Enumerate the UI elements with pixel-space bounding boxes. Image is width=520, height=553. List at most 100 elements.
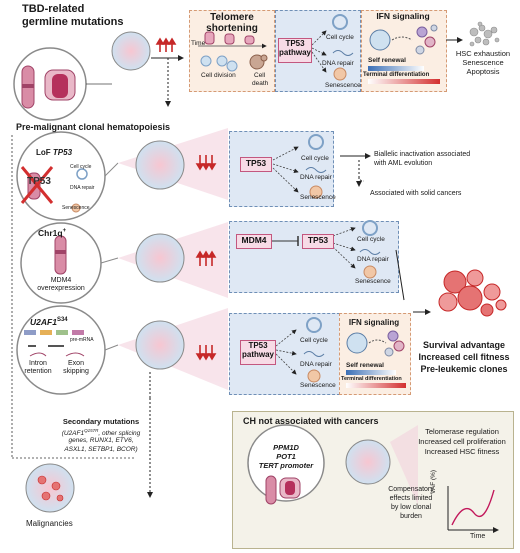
row1-mini-senescence: Senescence — [62, 205, 90, 211]
tp53-pathway-box-top: TP53 pathway — [278, 38, 312, 63]
ch-effect-3: Increased HSC fitness — [424, 447, 500, 456]
telomere-panel — [189, 10, 275, 92]
down-arrows-row3 — [195, 345, 217, 361]
row3-label: U2AF1S34 — [30, 317, 68, 328]
ch-comp-4: burden — [400, 513, 422, 520]
row1-outcome-a-2: with AML evolution — [374, 160, 433, 167]
row3-dna-repair: DNA repair — [300, 361, 332, 368]
telomere-zoom-icon — [44, 69, 76, 101]
row1-label: LoF TP53 — [36, 148, 72, 157]
ch-effect-2: Increased cell proliferation — [418, 437, 506, 446]
row3-cell-cycle: Cell cycle — [300, 337, 328, 344]
row3-panel-art — [275, 317, 406, 388]
ifn-title-top: IFN signaling — [376, 11, 430, 21]
row3-label-sup: S34 — [56, 317, 68, 323]
ch-effect-1: Telomerase regulation — [425, 427, 499, 436]
row2-label-sup: + — [62, 228, 67, 234]
row1-label-gene: TP53 — [52, 148, 73, 157]
telomere-panel-art — [198, 31, 268, 72]
row3-intron-2: retention — [24, 368, 52, 375]
top-terminal-diff: Terminal differentiation — [363, 72, 430, 78]
secondary-line1-sup: Q157R — [84, 428, 99, 433]
ch-comp-3: by low clonal — [390, 504, 432, 511]
row1-tp53-box: TP53 — [240, 157, 272, 172]
secondary-line1: (U2AF1Q157R, other splicing — [46, 428, 156, 438]
malignancy-cluster — [25, 463, 75, 513]
row1-x-tp53: TP53 — [27, 176, 51, 187]
ch-gene-1: PPM1D — [273, 443, 299, 452]
top-dna-repair: DNA repair — [322, 60, 354, 67]
cell-division-label: Cell division — [201, 72, 236, 79]
row3-label-text: U2AF1 — [30, 316, 57, 327]
row2-dna-repair: DNA repair — [357, 256, 389, 263]
outcome-hsc-exhaustion: HSC exhaustion — [455, 49, 511, 58]
row3-tp53-box-l1: TP53 — [248, 341, 268, 350]
ch-title: CH not associated with cancers — [243, 416, 379, 426]
row2-label: Chr1q+ — [38, 228, 66, 239]
row1-panel-art — [272, 134, 327, 199]
row3-terminal-diff: Terminal differentiation — [341, 376, 402, 382]
chr1q-icon — [54, 235, 67, 275]
vaf-curve — [451, 489, 495, 526]
row1-outcome-b: Associated with solid cancers — [370, 190, 462, 197]
row3-tp53-box: TP53 pathway — [240, 340, 276, 365]
malignancies-label: Malignancies — [26, 519, 73, 528]
germline-title-1: TBD-related — [22, 3, 85, 15]
row3-exon-1: Exon — [68, 360, 84, 367]
outcome-apoptosis: Apoptosis — [466, 67, 500, 76]
survival-line2: Increased cell fitness — [418, 352, 510, 362]
cell-death-label-1: Cell — [254, 72, 266, 79]
row2-label-text: Chr1q — [38, 227, 63, 238]
row2-mdm4-2: overexpression — [37, 285, 85, 292]
ch-gene-3: TERT promoter — [258, 461, 314, 470]
row1-mini-cell-cycle: Cell cycle — [70, 164, 92, 170]
time-label: Time — [191, 40, 206, 47]
cell-death-label-2: death — [252, 80, 269, 87]
chromosome-icon — [21, 65, 35, 109]
row2-panel-art — [271, 220, 381, 279]
row3-tp53-box-l2: pathway — [241, 349, 274, 359]
ifn-panel — [361, 10, 447, 92]
row1-cell-cycle: Cell cycle — [301, 155, 329, 162]
secondary-line2: genes, RUNX1, ETV6, — [68, 437, 134, 444]
top-self-renewal: Self renewal — [368, 57, 406, 64]
top-senescence: Senescence — [325, 82, 361, 89]
vaf-axis-label: VAF (%) — [430, 469, 437, 494]
secondary-line3: ASXL1, SETBP1, BCOR) — [64, 446, 138, 453]
ch-gene-2: POT1 — [276, 452, 296, 461]
row1-outcome-a-1: Biallelic inactivation associated — [374, 151, 471, 158]
secondary-line1-rest: , other splicing — [98, 430, 141, 438]
ifn-top-art — [368, 24, 440, 84]
ch-comp-2: effects limited — [389, 495, 433, 502]
pre-leukemic-cells-icon — [438, 269, 507, 317]
row3-intron-1: Intron — [29, 360, 47, 367]
time-axis-label: Time — [470, 533, 486, 540]
row2-senescence: Senescence — [355, 278, 391, 285]
tp53-pathway-box-top-l1: TP53 — [285, 39, 305, 48]
telomere-title-2: shortening — [206, 23, 258, 34]
up-arrows-top — [155, 37, 177, 52]
ch-comp-1: Compensatory — [388, 486, 434, 493]
outcome-senescence: Senescence — [462, 58, 504, 67]
survival-line1: Survival advantage — [422, 340, 506, 350]
row1-dna-repair: DNA repair — [300, 174, 332, 181]
row1-mini-dna-repair: DNA repair — [70, 185, 95, 191]
row3-exon-2: skipping — [63, 368, 89, 375]
hsc-cluster-top — [111, 31, 151, 71]
row3-pre-mrna: pre-mRNA — [70, 337, 94, 343]
telomere-title-1: Telomere — [210, 12, 254, 23]
section-title: Pre-malignant clonal hematopoiesis — [16, 122, 171, 132]
row2-mdm4-box: MDM4 — [236, 234, 272, 249]
up-arrows-row2 — [195, 250, 217, 266]
row3-senescence: Senescence — [300, 382, 336, 389]
clone-row3 — [135, 320, 185, 370]
clone-row2 — [135, 233, 185, 283]
row2-mdm4-1: MDM4 — [50, 277, 72, 284]
germline-title-2: germline mutations — [22, 16, 124, 28]
tp53-crossed-icon — [20, 166, 88, 213]
row2-cell-cycle: Cell cycle — [357, 236, 385, 243]
row2-panel — [229, 221, 399, 293]
row3-self-renewal: Self renewal — [346, 362, 384, 369]
down-arrows-row1 — [195, 155, 217, 171]
